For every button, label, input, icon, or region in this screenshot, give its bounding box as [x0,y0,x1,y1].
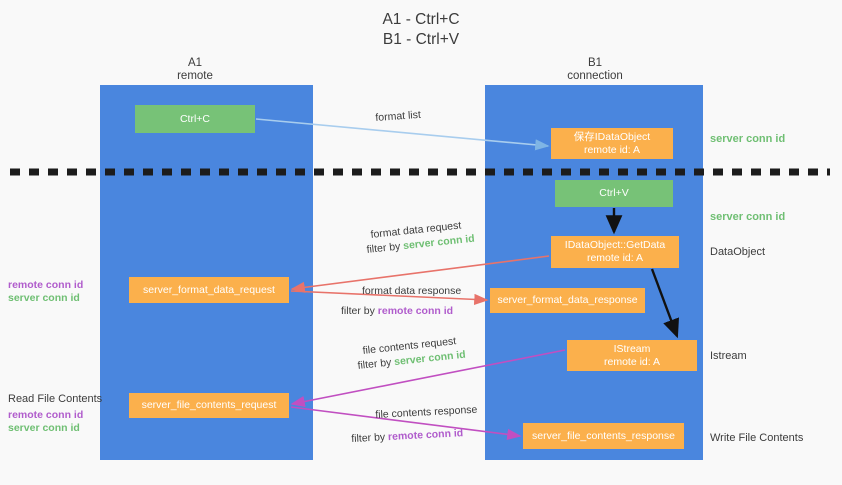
box-server-format-data-request[interactable]: server_format_data_request [129,277,289,303]
page-title: A1 - Ctrl+C B1 - Ctrl+V [382,11,460,48]
label-filter-by-remote-conn-id-format-response: filter by remote conn id [341,305,453,317]
note-read-file-contents: Read File Contents [8,393,103,405]
note-conn-id-pair-file: remote conn id server conn id [8,409,83,435]
remote-conn-id-text: remote conn id [387,427,464,444]
note-istream: Istream [710,350,747,362]
filter-by-text: filter by [357,356,395,372]
box-ctrl-v[interactable]: Ctrl+V [555,180,673,207]
label-format-list: format list [375,108,422,124]
note-remote-conn-id: remote conn id [8,279,84,291]
remote-conn-id-text: remote conn id [377,305,454,317]
box-server-file-contents-response[interactable]: server_file_contents_response [523,423,684,449]
box-ctrl-c[interactable]: Ctrl+C [135,105,255,133]
box-server-format-data-response[interactable]: server_format_data_response [490,288,645,313]
filter-by-text: filter by [351,431,389,445]
filter-by-text: filter by [341,305,378,317]
label-file-contents-response: file contents response [375,403,478,421]
note-server-conn-id-middle: server conn id [710,211,786,223]
box-server-file-contents-request[interactable]: server_file_contents_request [129,393,289,418]
note-server-conn-id: server conn id [8,292,80,304]
note-conn-id-pair-format: remote conn id server conn id [8,279,83,305]
column-header-b1: B1 connection [567,57,623,82]
note-server-conn-id: server conn id [8,422,80,434]
box-istream[interactable]: IStream remote id: A [567,340,697,371]
box-save-idataobject[interactable]: 保存IDataObject remote id: A [551,128,673,159]
label-filter-by-remote-conn-id-file-response: filter by remote conn id [351,427,464,445]
note-server-conn-id-top: server conn id [710,133,786,145]
filter-by-text: filter by [366,240,404,256]
note-remote-conn-id: remote conn id [8,409,84,421]
box-idataobject-getdata[interactable]: IDataObject::GetData remote id: A [551,236,679,268]
label-format-data-response: format data response [362,285,462,297]
note-write-file-contents: Write File Contents [710,432,804,444]
note-dataobject: DataObject [710,246,766,258]
column-header-a1: A1 remote [177,57,213,82]
